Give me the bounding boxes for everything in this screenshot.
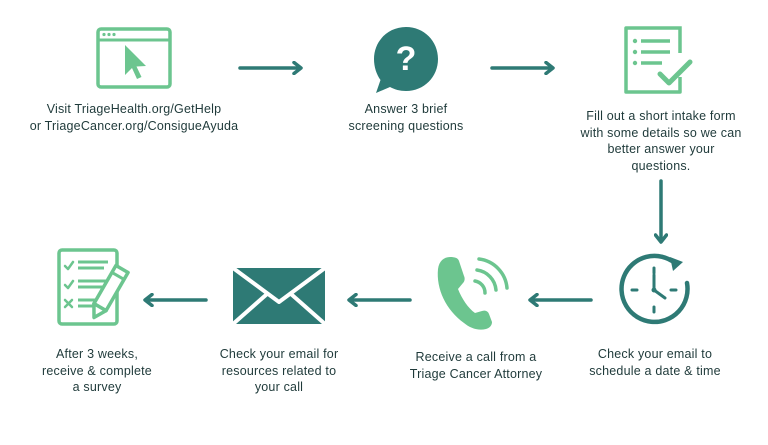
arrow-left-icon: [347, 293, 412, 307]
step-5-label: Receive a call from a Triage Cancer Atto…: [409, 350, 543, 381]
question-bubble-icon: ?: [374, 27, 438, 93]
arrow-left-icon: [143, 293, 208, 307]
step-1-label: Visit TriageHealth.org/GetHelp or Triage…: [29, 102, 239, 133]
survey-pencil-icon: [57, 248, 130, 326]
svg-text:?: ?: [396, 40, 417, 78]
step-2-label: Answer 3 brief screening questions: [348, 102, 464, 133]
arrow-right-icon: [490, 61, 555, 75]
browser-cursor-icon: [96, 27, 172, 89]
step-6-label: Check your email for resources related t…: [219, 347, 339, 394]
phone-call-icon: [437, 257, 509, 330]
step-4-label: Check your email to schedule a date & ti…: [589, 347, 721, 378]
clock-icon: [619, 253, 690, 325]
arrow-down-icon: [654, 179, 668, 244]
arrow-left-icon: [528, 293, 593, 307]
step-7-label: After 3 weeks, receive & complete a surv…: [42, 347, 152, 394]
checklist-form-icon: [624, 26, 693, 94]
arrow-right-icon: [238, 61, 303, 75]
envelope-icon: [231, 266, 327, 326]
step-3-label: Fill out a short intake form with some d…: [580, 109, 742, 173]
